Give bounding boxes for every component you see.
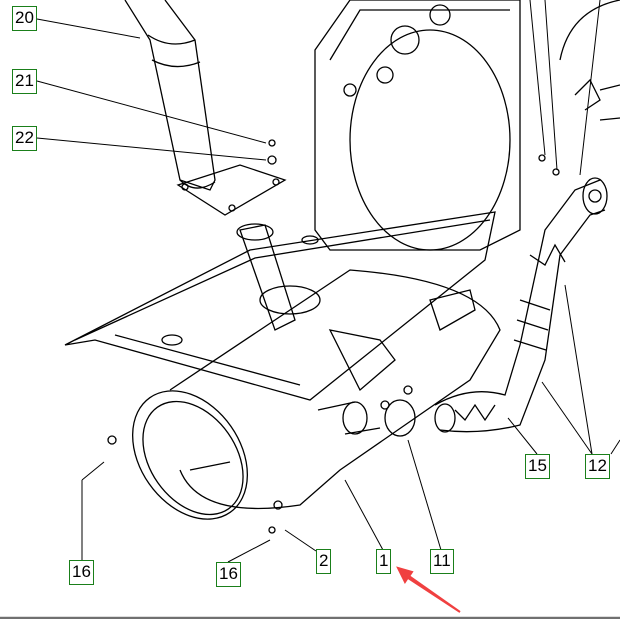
callout-12[interactable]: 12 bbox=[585, 454, 610, 479]
clamp bbox=[381, 386, 415, 436]
callout-16-left[interactable]: 16 bbox=[69, 560, 94, 585]
muffler bbox=[109, 270, 500, 541]
exhaust-pipe-flex bbox=[435, 178, 607, 432]
leader-12c bbox=[611, 440, 620, 454]
leader-22 bbox=[37, 138, 266, 160]
callout-1[interactable]: 1 bbox=[376, 549, 392, 574]
leader-11 bbox=[408, 440, 441, 550]
leader-2 bbox=[285, 530, 316, 551]
leader-16b bbox=[228, 540, 270, 562]
leader-lines bbox=[37, 0, 620, 562]
callout-22[interactable]: 22 bbox=[12, 126, 37, 151]
heat-shield bbox=[65, 212, 495, 400]
callout-20[interactable]: 20 bbox=[12, 6, 37, 31]
leader-12b bbox=[542, 382, 592, 454]
bottom-divider bbox=[0, 616, 620, 619]
leader-top-b bbox=[545, 0, 557, 170]
leader-top-a bbox=[530, 0, 545, 155]
tailpipe bbox=[125, 0, 215, 190]
leader-top-c bbox=[580, 0, 600, 175]
mounting-plate bbox=[178, 165, 285, 215]
leader-15 bbox=[508, 418, 537, 454]
leader-1 bbox=[345, 480, 383, 550]
leader-20 bbox=[37, 19, 140, 38]
callout-15[interactable]: 15 bbox=[525, 454, 550, 479]
callout-11[interactable]: 11 bbox=[430, 549, 454, 574]
turbo-housing bbox=[560, 0, 620, 120]
radiator-frame bbox=[315, 0, 520, 250]
callout-21[interactable]: 21 bbox=[12, 69, 37, 94]
fasteners bbox=[108, 140, 559, 533]
red-pointer-arrow bbox=[398, 568, 460, 612]
callout-2[interactable]: 2 bbox=[316, 549, 332, 574]
leader-12a bbox=[565, 285, 592, 454]
leader-21 bbox=[37, 81, 266, 143]
callout-16-center[interactable]: 16 bbox=[216, 562, 241, 587]
